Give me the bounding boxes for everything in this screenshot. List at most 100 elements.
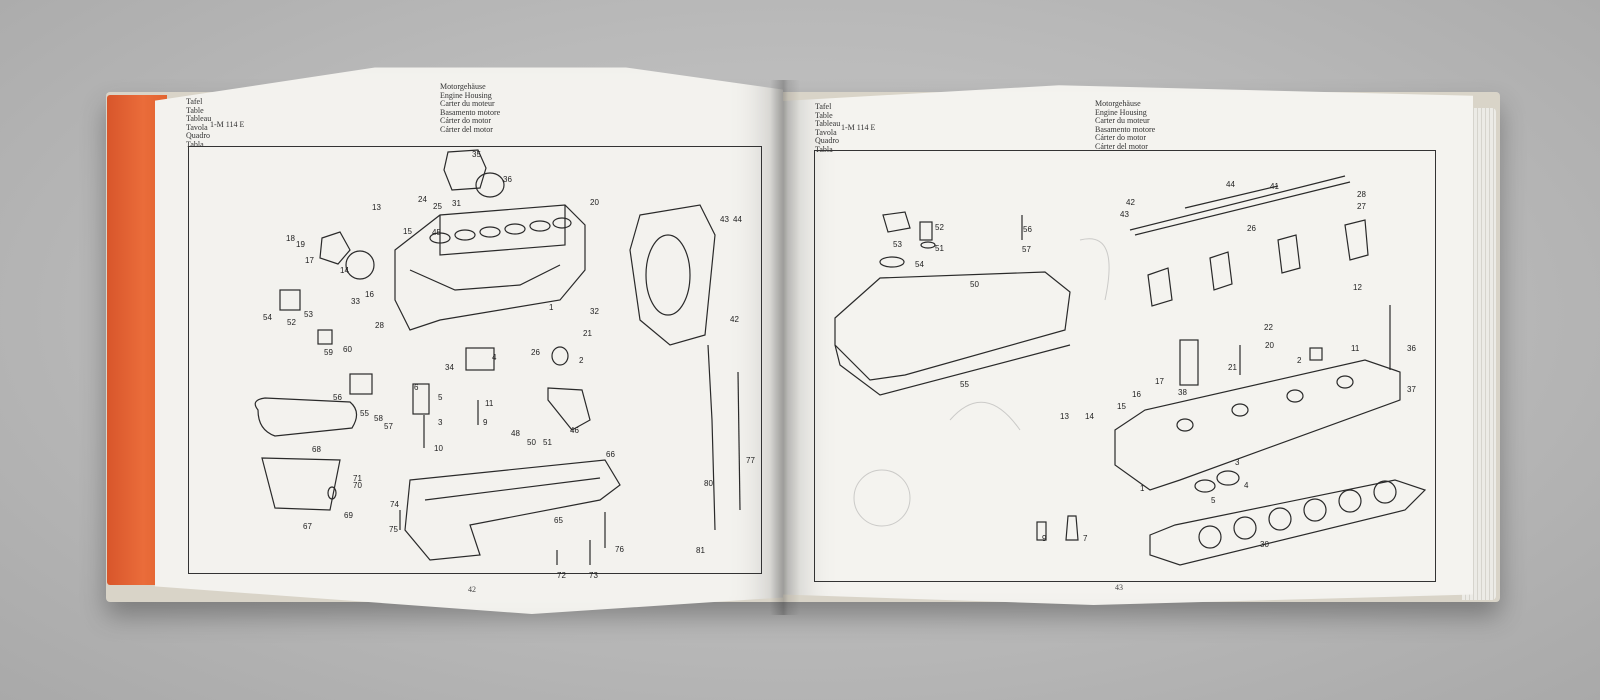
left-callout-10: 10 xyxy=(434,444,443,453)
left-callout-26: 26 xyxy=(531,348,540,357)
left-callout-17: 17 xyxy=(305,256,314,265)
right-callout-4: 4 xyxy=(1244,481,1249,490)
gasket-35-drawing xyxy=(443,149,487,191)
right-table-word: Tafel xyxy=(815,102,832,111)
left-callout-21: 21 xyxy=(583,329,592,338)
left-callout-5: 5 xyxy=(438,393,443,402)
right-callout-44: 44 xyxy=(1226,180,1235,189)
right-page-number: 43 xyxy=(1115,583,1123,592)
left-diagram-frame xyxy=(188,146,762,574)
right-table-word: Tableau xyxy=(815,119,841,128)
left-title-line: Cárter do motor xyxy=(440,116,492,125)
oil-pan-65-drawing xyxy=(404,459,621,561)
left-callout-59: 59 xyxy=(324,348,333,357)
left-callout-80: 80 xyxy=(704,479,713,488)
right-callout-2: 2 xyxy=(1297,356,1302,365)
right-title-line: Cárter do motor xyxy=(1095,133,1147,142)
left-table-word: Tavola xyxy=(186,122,208,132)
right-callout-16: 16 xyxy=(1132,390,1141,399)
right-callout-5: 5 xyxy=(1211,496,1216,505)
right-callout-38: 38 xyxy=(1178,388,1187,397)
right-callout-41: 41 xyxy=(1270,182,1279,191)
left-callout-73: 73 xyxy=(589,571,598,580)
left-callout-20: 20 xyxy=(590,198,599,207)
left-callout-68: 68 xyxy=(312,445,321,454)
left-title-line: Basamento motore xyxy=(440,107,501,117)
left-callout-60: 60 xyxy=(343,345,352,354)
left-page xyxy=(155,67,783,614)
left-title-block: Motorgehäuse Engine Housing Carter du mo… xyxy=(440,82,501,134)
left-callout-46: 46 xyxy=(570,426,579,435)
left-callout-51: 51 xyxy=(543,438,552,447)
left-callout-3: 3 xyxy=(438,418,443,427)
left-callout-11: 11 xyxy=(485,399,494,408)
right-callout-42: 42 xyxy=(1126,198,1135,207)
left-callout-2: 2 xyxy=(579,356,584,365)
left-callout-66: 66 xyxy=(606,450,615,459)
right-title-line: Cárter del motor xyxy=(1095,141,1148,151)
left-table-word: Tafel xyxy=(186,97,203,106)
right-callout-55: 55 xyxy=(960,380,969,389)
right-callout-21: 21 xyxy=(1228,363,1237,372)
right-callout-7: 7 xyxy=(1083,534,1088,543)
left-table-words: Tafel Table Tableau Tavola Quadro Tabla xyxy=(186,97,212,149)
left-callout-65: 65 xyxy=(554,516,563,525)
left-callout-75: 75 xyxy=(389,525,398,534)
left-table-word: Tabla xyxy=(186,139,204,149)
left-callout-58: 58 xyxy=(374,414,383,423)
right-diagram-frame xyxy=(814,150,1436,582)
left-callout-19: 19 xyxy=(296,240,305,249)
left-callout-54: 54 xyxy=(263,313,272,322)
engine-block-drawing xyxy=(394,204,586,331)
right-callout-50: 50 xyxy=(970,280,979,289)
right-callout-17: 17 xyxy=(1155,377,1164,386)
left-callout-53: 53 xyxy=(304,310,313,319)
left-callout-34: 34 xyxy=(445,363,454,372)
left-callout-70: 70 xyxy=(353,481,362,490)
right-callout-20: 20 xyxy=(1265,341,1274,350)
left-callout-56: 56 xyxy=(333,393,342,402)
right-callout-1: 1 xyxy=(1140,484,1145,493)
left-callout-76: 76 xyxy=(615,545,624,554)
right-callout-53: 53 xyxy=(893,240,902,249)
right-page xyxy=(783,85,1473,605)
left-callout-28: 28 xyxy=(375,321,384,330)
right-callout-54: 54 xyxy=(915,260,924,269)
right-callout-28: 28 xyxy=(1357,190,1366,199)
right-callout-9: 9 xyxy=(1042,534,1047,543)
right-title-line: Basamento motore xyxy=(1095,124,1156,134)
left-callout-33: 33 xyxy=(351,297,360,306)
left-callout-45: 45 xyxy=(432,228,441,237)
left-callout-9: 9 xyxy=(483,418,488,427)
left-callout-42: 42 xyxy=(730,315,739,324)
right-callout-14: 14 xyxy=(1085,412,1094,421)
left-callout-74: 74 xyxy=(390,500,399,509)
right-callout-57: 57 xyxy=(1022,245,1031,254)
right-table-word: Tabla xyxy=(815,144,833,154)
right-table-word: Table xyxy=(815,110,833,120)
left-callout-1: 1 xyxy=(549,303,554,312)
left-callout-24: 24 xyxy=(418,195,427,204)
left-callout-77: 77 xyxy=(746,456,755,465)
left-callout-69: 69 xyxy=(344,511,353,520)
bell-housing-drawing xyxy=(629,204,716,346)
right-table-word: Tavola xyxy=(815,127,837,137)
right-table-code: 1-M 114 E xyxy=(841,123,876,132)
left-callout-15: 15 xyxy=(403,227,412,236)
left-callout-14: 14 xyxy=(340,266,349,275)
book-gutter xyxy=(770,80,800,615)
right-callout-56: 56 xyxy=(1023,225,1032,234)
left-callout-57: 57 xyxy=(384,422,393,431)
left-callout-36: 36 xyxy=(503,175,512,184)
left-title-line: Carter du moteur xyxy=(440,99,495,108)
cylinder-head-drawing xyxy=(1114,359,1401,491)
right-callout-13: 13 xyxy=(1060,412,1069,421)
left-callout-35: 35 xyxy=(472,150,481,159)
left-table-word: Tableau xyxy=(186,114,212,123)
oil-pan-67-drawing xyxy=(261,457,341,511)
left-callout-50: 50 xyxy=(527,438,536,447)
left-callout-81: 81 xyxy=(696,546,705,555)
right-callout-3: 3 xyxy=(1235,458,1240,467)
